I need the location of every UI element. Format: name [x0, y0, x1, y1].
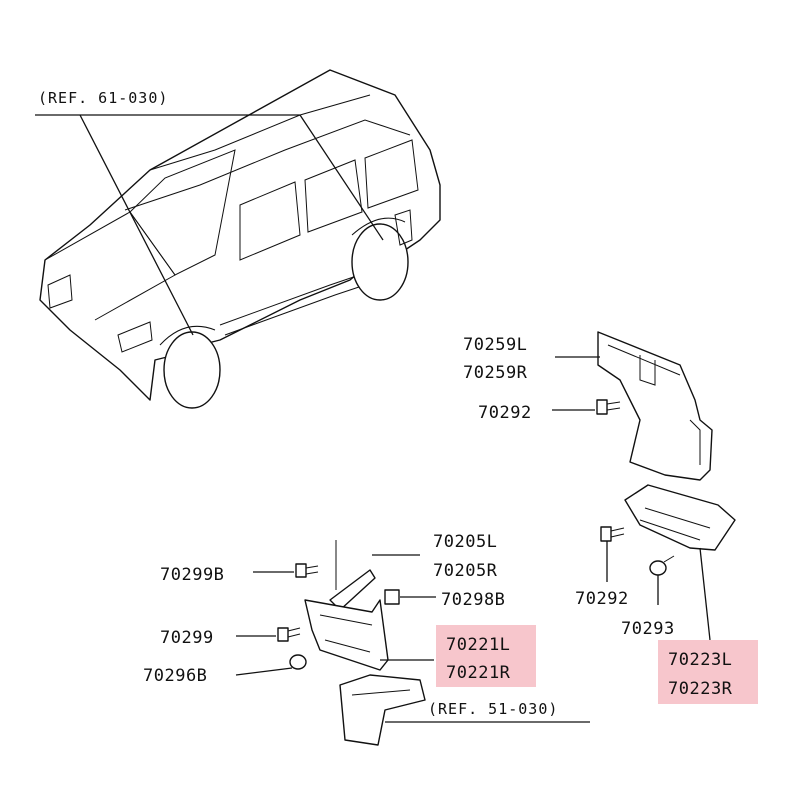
label-70292-bottom: 70292: [575, 589, 629, 609]
label-70299b: 70299B: [160, 565, 224, 585]
part-70221-mudflap: [304, 599, 389, 671]
screw-70293: [649, 555, 675, 576]
screw-70299b: [295, 563, 319, 578]
label-70205l: 70205L: [433, 532, 497, 552]
clip-70298b: [384, 589, 400, 605]
label-70296b: 70296B: [143, 666, 207, 686]
label-70259r: 70259R: [463, 363, 528, 383]
screw-70299: [277, 627, 301, 642]
label-70259l: 70259L: [463, 335, 527, 355]
ref-top-label: (REF. 61-030): [38, 89, 168, 107]
part-70223-bracket: [624, 484, 736, 551]
vehicle-illustration: [39, 69, 441, 409]
lower-bracket: [339, 674, 426, 746]
highlight-70223: [658, 640, 758, 704]
label-70292-top: 70292: [478, 403, 532, 423]
label-70223r: 70223R: [668, 679, 733, 699]
label-70205r: 70205R: [433, 561, 498, 581]
label-70293: 70293: [621, 619, 675, 639]
part-70205-strip: [329, 540, 376, 611]
screw-70296b: [289, 654, 307, 670]
label-70221r: 70221R: [446, 663, 511, 683]
highlight-70221: [436, 625, 536, 687]
label-70223l: 70223L: [668, 650, 732, 670]
part-70259-mudguard: [597, 331, 713, 481]
screw-70292-bottom: [600, 526, 625, 542]
label-70298b: 70298B: [441, 590, 505, 610]
label-70221l: 70221L: [446, 635, 510, 655]
ref-top-leaders: [35, 114, 384, 336]
ref-bottom-label: (REF. 51-030): [428, 700, 558, 718]
label-70299: 70299: [160, 628, 214, 648]
screw-70292-top: [596, 399, 621, 415]
